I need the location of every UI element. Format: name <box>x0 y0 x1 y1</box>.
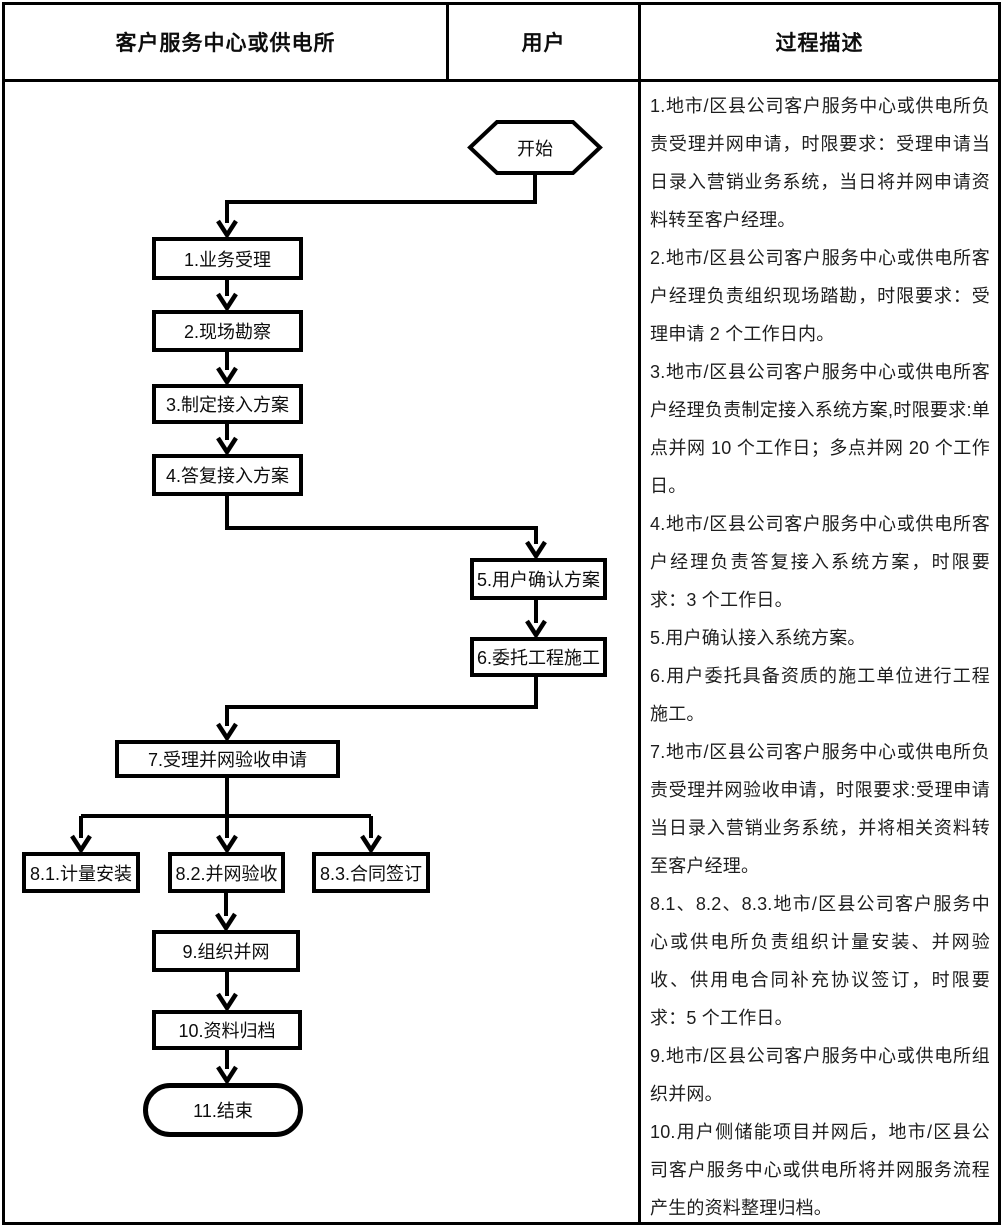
step-1-node: 1.业务受理 <box>152 237 303 280</box>
arrowhead-icon <box>216 1065 238 1086</box>
description-item: 10.用户侧储能项目并网后，地市/区县公司客户服务中心或供电所将并网服务流程产生… <box>650 1122 990 1218</box>
description-item: 3.地市/区县公司客户服务中心或供电所客户经理负责制定接入系统方案,时限要求:单… <box>650 362 990 496</box>
step-10-node: 10.资料归档 <box>152 1010 302 1050</box>
description-item: 9.地市/区县公司客户服务中心或供电所组织并网。 <box>650 1046 990 1104</box>
arrowhead-icon <box>360 834 382 855</box>
start-shape <box>467 120 603 175</box>
arrowhead-icon <box>216 292 238 313</box>
step-4-node: 4.答复接入方案 <box>152 454 303 496</box>
step-8-1-node: 8.1.计量安装 <box>22 852 140 893</box>
arrowhead-icon <box>216 366 238 387</box>
step-5-node: 5.用户确认方案 <box>470 558 607 600</box>
arrowhead-icon <box>70 834 92 855</box>
flowchart-connectors-layer <box>70 120 603 1086</box>
header-process-description: 过程描述 <box>775 32 864 55</box>
description-item: 4.地市/区县公司客户服务中心或供电所客户经理负责答复接入系统方案，时限要求：3… <box>650 514 990 610</box>
flowchart-area: 开始 1.业务受理 2.现场勘察 3.制定接入方案 4.答复接入方案 5.用户确… <box>5 82 641 1222</box>
arrowhead-icon <box>216 722 238 743</box>
arrowhead-icon <box>525 540 547 561</box>
flow-connector <box>225 173 537 223</box>
description-item: 6.用户委托具备资质的施工单位进行工程施工。 <box>650 666 990 724</box>
header-lane-user: 用户 <box>449 5 641 79</box>
table-header-row: 客户服务中心或供电所 用户 过程描述 <box>5 5 998 82</box>
description-item: 1.地市/区县公司客户服务中心或供电所负责受理并网申请，时限要求：受理申请当日录… <box>650 96 990 230</box>
description-item: 5.用户确认接入系统方案。 <box>650 628 866 648</box>
process-description-column: 1.地市/区县公司客户服务中心或供电所负责受理并网申请，时限要求：受理申请当日录… <box>641 82 998 1222</box>
arrowhead-icon <box>525 619 547 640</box>
description-item: 7.地市/区县公司客户服务中心或供电所负责受理并网验收申请，时限要求:受理申请当… <box>650 742 990 876</box>
step-7-node: 7.受理并网验收申请 <box>115 740 340 778</box>
step-2-node: 2.现场勘察 <box>152 310 303 352</box>
step-3-node: 3.制定接入方案 <box>152 384 303 424</box>
description-item: 2.地市/区县公司客户服务中心或供电所客户经理负责组织现场踏勘，时限要求：受理申… <box>650 248 990 344</box>
arrowhead-icon <box>216 219 238 240</box>
table-body-row: 开始 1.业务受理 2.现场勘察 3.制定接入方案 4.答复接入方案 5.用户确… <box>5 82 998 1222</box>
arrowhead-icon <box>215 912 237 933</box>
end-node: 11.结束 <box>143 1083 303 1137</box>
description-item: 8.1、8.2、8.3.地市/区县公司客户服务中心或供电所负责组织计量安装、并网… <box>650 894 990 1028</box>
flow-connector <box>225 677 538 726</box>
step-8-3-node: 8.3.合同签订 <box>312 852 430 893</box>
step-9-node: 9.组织并网 <box>152 930 300 972</box>
step-8-2-node: 8.2.并网验收 <box>168 852 285 893</box>
header-lane-service-center: 客户服务中心或供电所 <box>5 5 449 79</box>
arrowhead-icon <box>216 992 238 1013</box>
arrowhead-icon <box>216 436 238 457</box>
flow-connector <box>225 496 538 544</box>
start-node: 开始 <box>517 138 553 159</box>
step-6-node: 6.委托工程施工 <box>470 637 607 677</box>
arrowhead-icon <box>216 834 238 855</box>
